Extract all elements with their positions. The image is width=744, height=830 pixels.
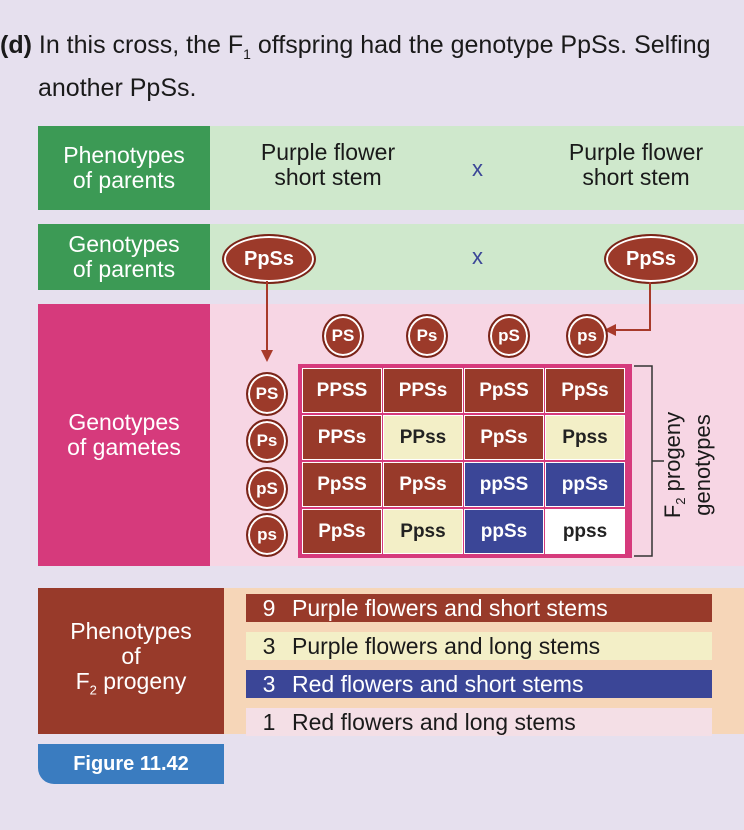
punnett-cell: PPSs [302,415,382,460]
label-line: F2 progeny [76,669,187,703]
intro-line2: another PpSs. [38,74,197,102]
label-line: Genotypes [68,231,180,257]
cross-symbol: x [472,244,483,269]
phenotypes-parents-label: Phenotypes of parents [38,126,210,210]
intro-text: (d) In this cross, the F1 offspring had … [0,28,744,105]
arrow-right-head [604,324,616,336]
gamete-top-oval: PS [322,314,364,358]
intro-line1-a: In this cross, the F [38,31,244,59]
side-text: progeny [659,411,685,498]
cross-symbol: x [472,156,483,181]
intro-line1-sub: 1 [243,46,251,62]
punnett-cell: ppSs [464,509,544,554]
side-sub: 2 [673,497,689,505]
punnett-cell: PpSs [383,462,463,507]
punnett-cell: ppSS [464,462,544,507]
arrow-left-head [261,350,273,362]
text-line: Purple flower [568,139,704,165]
punnett-cell: ppss [545,509,625,554]
phenotype-text: Red flowers and short stems [292,670,584,697]
f2-result-row: 3 Purple flowers and long stems [246,632,712,660]
ratio-number: 3 [262,670,276,697]
phenotype-text: Purple flowers and long stems [292,632,601,659]
punnett-cell: PPSS [302,368,382,413]
parent-left-phenotype: Purple flower short stem [228,140,428,190]
phenotype-text: Purple flowers and short stems [292,594,608,621]
side-text: genotypes [690,414,716,516]
label-part: progeny [96,668,187,695]
figure-caption: Figure 11.42 [38,744,224,784]
label-part: F [75,668,90,695]
genotype-bracket [634,365,653,557]
punnett-cell: PpSs [545,368,625,413]
genotypes-parents-label: Genotypes of parents [38,224,210,290]
ratio-number: 1 [262,708,276,735]
gametes-label: Genotypes of gametes [38,304,210,566]
phenotype-text: Red flowers and long stems [292,708,576,735]
ratio-number: 3 [262,632,276,659]
label-line: Phenotypes [70,618,192,645]
part-label: (d) [0,31,32,59]
f2-phenotypes-label: Phenotypes of F2 progeny [38,588,224,734]
f2-result-row: 3 Red flowers and short stems [246,670,712,698]
punnett-cell: PpSs [464,415,544,460]
text-line: short stem [274,164,382,190]
punnett-cell: ppSs [545,462,625,507]
ratio-number: 9 [262,594,276,621]
gamete-top-oval: pS [488,314,530,358]
punnett-cell: Ppss [545,415,625,460]
gamete-top-oval: ps [566,314,608,358]
parent-right-genotype-oval: PpSs [604,234,698,284]
label-line: of [121,643,141,670]
phenotypes-parents-row: Purple flower short stem x Purple flower… [210,126,744,210]
f2-genotypes-side-label: F2 progeny genotypes [660,370,715,560]
label-line: of gametes [67,434,181,460]
text-line: Purple flower [260,139,396,165]
punnett-cell: PpSS [302,462,382,507]
f2-result-row: 9 Purple flowers and short stems [246,594,712,622]
gamete-side-oval: PS [246,372,288,416]
f2-result-row: 1 Red flowers and long stems [246,708,712,736]
label-line: Genotypes [68,409,180,435]
punnett-cell: Ppss [383,509,463,554]
parent-right-phenotype: Purple flower short stem [528,140,744,190]
label-line: Phenotypes [63,142,185,168]
punnett-cell: PpSS [464,368,544,413]
side-text: F [659,504,685,519]
intro-line1-b: offspring had the genotype PpSs. Selfing [250,31,711,59]
label-sub: 2 [89,682,97,698]
gamete-side-oval: Ps [246,419,288,463]
gamete-side-oval: pS [246,467,288,511]
gamete-top-oval: Ps [406,314,448,358]
gamete-side-oval: ps [246,513,288,557]
punnett-cell: PPss [383,415,463,460]
punnett-cell: PpSs [302,509,382,554]
label-line: of parents [72,167,176,193]
parent-left-genotype-oval: PpSs [222,234,316,284]
arrow-right-line [614,282,651,331]
label-line: of parents [72,256,176,282]
punnett-cell: PPSs [383,368,463,413]
text-line: short stem [582,164,690,190]
